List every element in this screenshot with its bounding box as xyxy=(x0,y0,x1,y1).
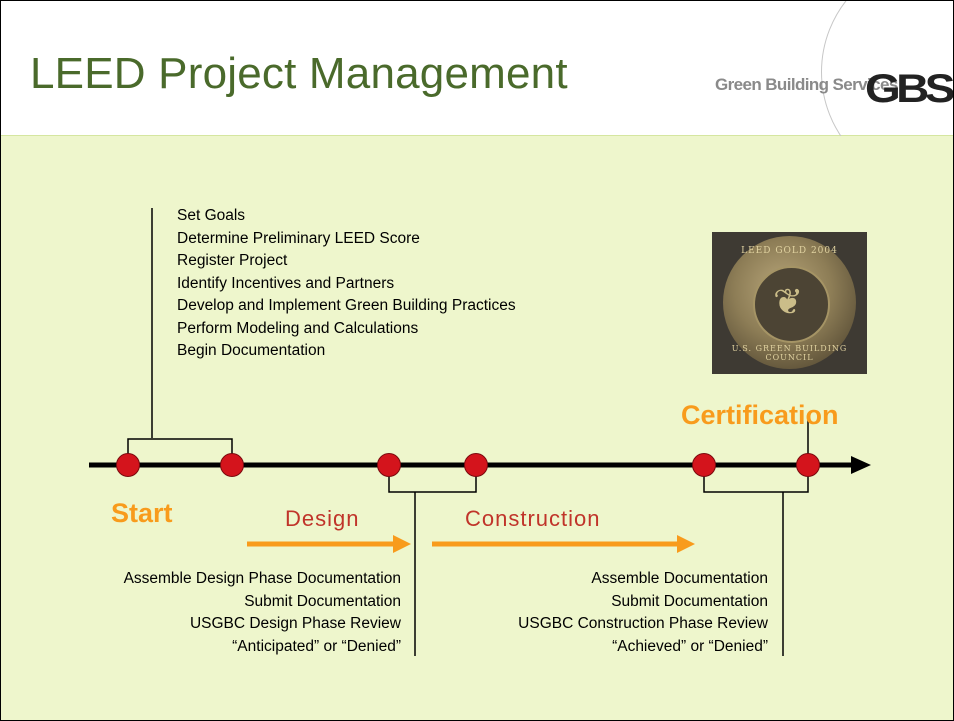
construction-step: Assemble Documentation xyxy=(591,570,768,587)
design-step: USGBC Design Phase Review xyxy=(189,615,401,632)
milestone-dot xyxy=(377,453,401,477)
goal-item: Determine Preliminary LEED Score xyxy=(177,229,420,247)
milestone-dot xyxy=(220,453,244,477)
medal-icon: LEED GOLD 2004 ❦ U.S. GREEN BUILDING COU… xyxy=(723,236,856,369)
goal-item: Register Project xyxy=(177,252,288,269)
start-label: Start xyxy=(111,498,173,528)
goal-item: Perform Modeling and Calculations xyxy=(177,319,419,337)
leaf-icon: ❦ xyxy=(773,281,804,322)
goal-item: Identify Incentives and Partners xyxy=(177,274,395,292)
slide-content: Set Goals Determine Preliminary LEED Sco… xyxy=(1,136,953,720)
milestone-dot xyxy=(692,453,716,477)
leed-gold-badge: LEED GOLD 2004 ❦ U.S. GREEN BUILDING COU… xyxy=(712,232,867,374)
slide-header: LEED Project Management Green Building S… xyxy=(1,1,953,188)
gbs-logo: GBS xyxy=(865,67,953,111)
timeline xyxy=(89,208,871,656)
milestone-dot xyxy=(464,453,488,477)
construction-phase-label: Construction xyxy=(465,506,601,531)
badge-top-text: LEED GOLD 2004 xyxy=(741,246,838,256)
goals-bracket xyxy=(127,438,233,463)
logo-text: Green Building Services xyxy=(715,75,898,94)
design-arrowhead xyxy=(393,535,411,553)
design-phase-label: Design xyxy=(285,506,360,531)
slide-title: LEED Project Management xyxy=(30,49,568,98)
construction-steps: Assemble Documentation Submit Documentat… xyxy=(518,568,768,658)
construction-step: Submit Documentation xyxy=(611,592,768,610)
construction-step: “Achieved” or “Denied” xyxy=(612,637,768,655)
construction-arrowhead xyxy=(677,535,695,553)
milestone-dot xyxy=(116,453,140,477)
construction-step: USGBC Construction Phase Review xyxy=(518,615,768,632)
goal-item: Set Goals xyxy=(177,207,246,224)
medal-center: ❦ xyxy=(753,266,830,343)
design-step: “Anticipated” or “Denied” xyxy=(232,637,401,655)
badge-bottom-text: U.S. GREEN BUILDING COUNCIL xyxy=(731,344,848,362)
design-step: Assemble Design Phase Documentation xyxy=(123,570,401,587)
milestone-dot xyxy=(796,453,820,477)
goals-list: Set Goals Determine Preliminary LEED Sco… xyxy=(177,205,516,363)
design-steps: Assemble Design Phase Documentation Subm… xyxy=(124,568,401,658)
design-step: Submit Documentation xyxy=(244,592,401,610)
goal-item: Begin Documentation xyxy=(177,342,326,359)
design-bracket xyxy=(388,467,477,493)
timeline-arrowhead xyxy=(851,456,871,474)
construction-bracket xyxy=(703,467,809,493)
certification-label: Certification xyxy=(681,400,839,430)
goal-item: Develop and Implement Green Building Pra… xyxy=(177,297,516,314)
